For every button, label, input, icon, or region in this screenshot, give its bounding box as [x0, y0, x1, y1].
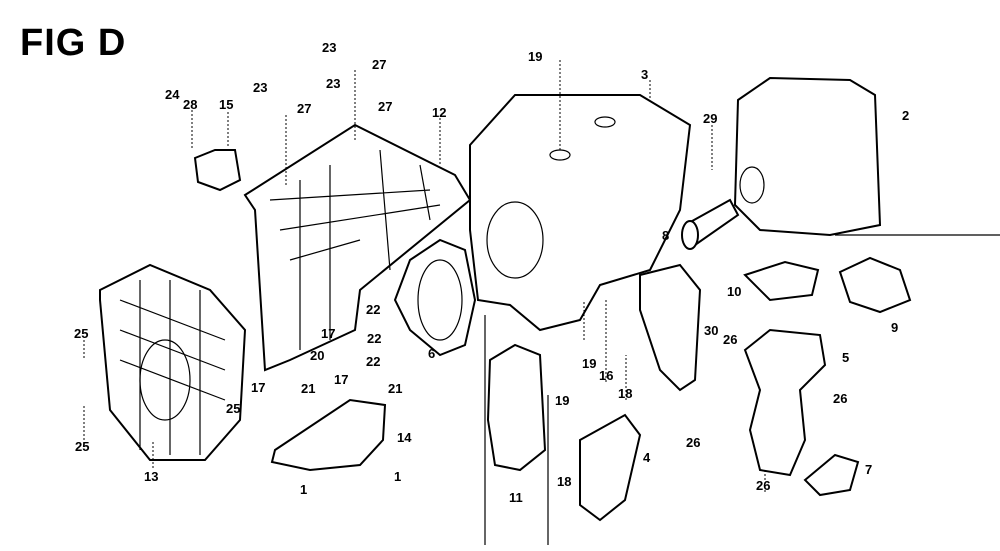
part-6-duct: [393, 238, 477, 357]
callout-8: 8: [662, 228, 669, 243]
part-3-hole-2: [594, 116, 616, 128]
part-10-gasket: [743, 260, 820, 302]
callout-24: 24: [165, 87, 180, 102]
callout-11: 11: [509, 490, 523, 505]
callout-7: 7: [865, 462, 872, 477]
callout-5: 5: [842, 350, 849, 365]
part-8-disc: [681, 220, 699, 250]
part-2-outlet: [739, 166, 765, 204]
callout-29: 29: [703, 111, 717, 126]
figure-title: FIG D: [20, 22, 127, 64]
callout-16: 16: [599, 368, 613, 383]
callout-27: 27: [372, 57, 386, 72]
part-9-gasket: [838, 256, 912, 314]
callout-19: 19: [555, 393, 569, 408]
callout-23: 23: [326, 76, 340, 91]
callout-19: 19: [582, 356, 596, 371]
part-2-muffler: [733, 76, 882, 237]
callout-6: 6: [428, 346, 435, 361]
part-13-shroud: [99, 263, 247, 461]
callout-15: 15: [219, 97, 233, 112]
part-5-exhaust-pipe: [743, 328, 827, 477]
part-11-guard: [486, 343, 547, 472]
callout-20: 20: [310, 348, 324, 363]
part-12-cover: [243, 123, 472, 372]
callout-3: 3: [641, 67, 648, 82]
part-15-bracket: [193, 149, 242, 192]
section-dividers: [484, 234, 1000, 545]
callout-13: 13: [144, 469, 158, 484]
callout-27: 27: [378, 99, 392, 114]
part-3-muffler-cover: [469, 94, 692, 332]
callout-22: 22: [366, 302, 380, 317]
callout-26: 26: [686, 435, 700, 450]
callout-25: 25: [74, 326, 88, 341]
part-30-bracket: [639, 263, 702, 392]
callout-1: 1: [300, 482, 307, 497]
callout-25: 25: [226, 401, 240, 416]
callout-19: 19: [528, 49, 542, 64]
callout-27: 27: [297, 101, 311, 116]
callout-10: 10: [727, 284, 741, 299]
callout-9: 9: [891, 320, 898, 335]
callout-12: 12: [432, 105, 446, 120]
callout-18: 18: [618, 386, 632, 401]
callout-17: 17: [334, 372, 348, 387]
callout-22: 22: [367, 331, 381, 346]
callout-23: 23: [322, 40, 336, 55]
callout-23: 23: [253, 80, 267, 95]
callout-14: 14: [397, 430, 412, 445]
callout-22: 22: [366, 354, 380, 369]
part-4-guard: [579, 413, 642, 522]
callout-26: 26: [723, 332, 737, 347]
callout-25: 25: [75, 439, 89, 454]
callout-2: 2: [902, 108, 909, 123]
callout-18: 18: [557, 474, 571, 489]
callout-26: 26: [756, 478, 770, 493]
callout-17: 17: [321, 326, 335, 341]
part-13-ribs: [119, 280, 226, 455]
part-7-gasket: [803, 453, 860, 497]
part-6-flange: [417, 259, 463, 341]
callout-4: 4: [643, 450, 651, 465]
callout-26: 26: [833, 391, 847, 406]
part-3-port: [486, 201, 544, 279]
callout-21: 21: [388, 381, 402, 396]
callout-28: 28: [183, 97, 197, 112]
callout-21: 21: [301, 381, 315, 396]
callout-17: 17: [251, 380, 265, 395]
callout-1: 1: [394, 469, 401, 484]
part-14-plate: [270, 398, 387, 472]
callout-30: 30: [704, 323, 718, 338]
part-12-ribs: [269, 149, 441, 350]
